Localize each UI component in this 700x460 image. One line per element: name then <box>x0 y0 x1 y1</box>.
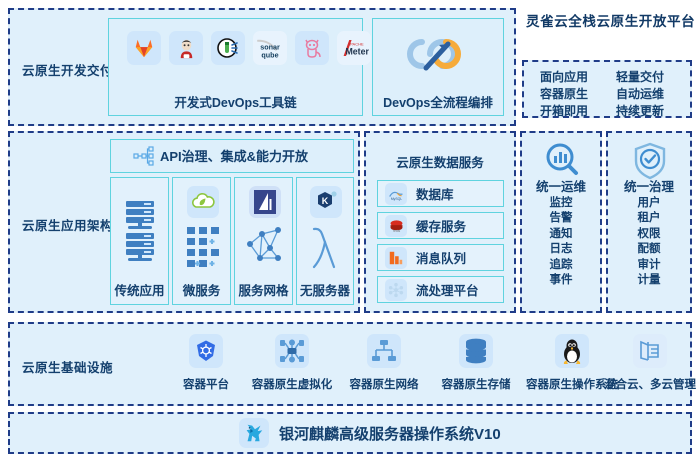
infra-item-caption: 容器平台 <box>183 379 229 391</box>
data-service-label: 缓存服务 <box>416 220 467 234</box>
infra-item-hybrid-cloud[interactable]: 混合云、多云管理 <box>604 334 696 394</box>
devops-orchestration-box <box>372 18 504 116</box>
data-service-database[interactable]: MySQL 数据库 <box>377 180 504 207</box>
os-bar[interactable]: 银河麒麟高级服务器操作系统V10 <box>239 418 501 448</box>
feature-item: 轻量交付 <box>616 70 665 84</box>
data-service-stream[interactable]: 流处理平台 <box>377 276 504 303</box>
gitea-logo[interactable] <box>295 31 329 65</box>
feature-item: 面向应用 <box>540 70 589 84</box>
infra-item-container-platform[interactable]: 容器平台 <box>166 334 246 394</box>
istio-icon <box>249 186 281 218</box>
gov-item: 计量 <box>637 274 661 286</box>
lambda-icon <box>310 226 342 275</box>
unified-governance-head: 统一治理 <box>623 180 674 194</box>
row-label-infrastructure: 云原生基础设施 <box>22 361 114 375</box>
infra-item-virtualization[interactable]: 容器原生虚拟化 <box>246 334 338 394</box>
svg-text:redis: redis <box>392 229 400 233</box>
api-governance-caption: API治理、集成&能力开放 <box>160 149 309 164</box>
svg-text:sonar: sonar <box>260 43 280 52</box>
app-column-serverless[interactable]: K 无服务器 <box>296 177 354 305</box>
kylin-mascot-icon <box>239 418 269 448</box>
storage-db-icon <box>459 334 493 368</box>
app-column-caption: 微服务 <box>182 284 221 298</box>
rocketmq-icon <box>385 246 407 269</box>
app-column-servicemesh[interactable]: 服务网格 <box>234 177 293 305</box>
svg-text:K: K <box>322 196 329 206</box>
knative-icon: K <box>310 186 342 218</box>
ops-item: 追踪 <box>549 258 573 271</box>
infra-item-network[interactable]: 容器原生网络 <box>338 334 430 394</box>
gitlab-logo[interactable] <box>127 31 161 65</box>
infra-item-caption: 容器原生存储 <box>441 379 511 391</box>
feature-item: 开箱即用 <box>540 104 589 118</box>
nexus-logo[interactable] <box>211 31 245 65</box>
feature-item: 容器原生 <box>540 87 589 101</box>
jenkins-logo[interactable] <box>169 31 203 65</box>
infra-item-caption: 容器原生操作系统 <box>526 379 618 391</box>
api-governance-box[interactable] <box>110 139 354 173</box>
svg-text:APACHE: APACHE <box>348 42 364 47</box>
data-service-label: 流处理平台 <box>416 284 479 298</box>
ops-item: 告警 <box>549 212 573 224</box>
data-services-caption: 云原生数据服务 <box>396 156 484 170</box>
row-label-app-architecture: 云原生应用架构 <box>22 219 114 233</box>
mesh-network-icon <box>247 226 283 271</box>
network-icon <box>367 334 401 368</box>
toolchain-caption: 开发式DevOps工具链 <box>174 96 297 110</box>
svg-text:Meter: Meter <box>345 46 369 56</box>
shield-check-icon <box>632 142 668 185</box>
app-column-caption: 服务网格 <box>238 284 289 298</box>
redis-icon: redis <box>385 214 407 237</box>
hybrid-cloud-icon <box>633 334 667 368</box>
gov-item: 租户 <box>637 212 661 224</box>
gov-item: 用户 <box>637 196 661 209</box>
analytics-search-icon <box>544 142 580 183</box>
infra-item-caption: 混合云、多云管理 <box>604 379 696 391</box>
gov-item: 配额 <box>637 243 661 255</box>
os-name: 银河麒麟高级服务器操作系统V10 <box>279 425 501 443</box>
svg-text:qube: qube <box>261 51 278 60</box>
os-row <box>8 412 692 454</box>
microservice-grid-icon <box>186 226 220 277</box>
app-column-caption: 传统应用 <box>114 284 165 298</box>
ops-item: 日志 <box>549 243 573 255</box>
mysql-icon: MySQL <box>385 182 407 205</box>
platform-title: 灵雀云全栈云原生开放平台 <box>526 14 696 29</box>
devops-infinity-icon <box>404 28 472 80</box>
app-column-traditional[interactable]: 传统应用 <box>110 177 169 305</box>
orchestration-caption: DevOps全流程编排 <box>383 96 493 110</box>
linux-tux-icon <box>555 334 589 368</box>
data-service-label: 消息队列 <box>416 252 467 266</box>
infra-item-caption: 容器原生网络 <box>349 379 419 391</box>
infra-item-caption: 容器原生虚拟化 <box>251 379 333 391</box>
data-service-cache[interactable]: redis 缓存服务 <box>377 212 504 239</box>
feature-item: 自动运维 <box>616 87 665 101</box>
api-topology-icon <box>133 146 155 166</box>
jmeter-logo[interactable]: APACHE Meter <box>337 31 371 65</box>
kubevirt-icon <box>275 334 309 368</box>
row-label-dev-delivery: 云原生开发交付 <box>22 64 114 78</box>
ops-item: 通知 <box>549 227 573 240</box>
flink-icon <box>385 278 407 301</box>
infra-item-os[interactable]: 容器原生操作系统 <box>520 334 624 394</box>
kubernetes-icon <box>189 334 223 368</box>
infra-item-storage[interactable]: 容器原生存储 <box>430 334 522 394</box>
data-service-mq[interactable]: 消息队列 <box>377 244 504 271</box>
unified-ops-list: 统一运维 监控 告警 通知 日志 追踪 事件 <box>520 180 602 289</box>
feature-item: 持续更新 <box>616 104 665 118</box>
gov-item: 权限 <box>637 227 661 240</box>
unified-governance-list: 统一治理 用户 租户 权限 配额 审计 计量 <box>606 180 692 289</box>
server-rack-icon <box>122 200 158 267</box>
spring-cloud-icon <box>187 186 219 218</box>
ops-item: 事件 <box>549 274 573 286</box>
data-service-label: 数据库 <box>416 188 454 202</box>
feature-highlights-panel <box>522 60 692 118</box>
app-column-microservice[interactable]: 微服务 <box>172 177 231 305</box>
svg-text:MySQL: MySQL <box>390 196 401 200</box>
app-column-caption: 无服务器 <box>299 284 350 298</box>
ops-item: 监控 <box>549 196 573 209</box>
gov-item: 审计 <box>637 258 661 271</box>
unified-ops-head: 统一运维 <box>535 180 586 194</box>
sonarqube-logo[interactable]: sonar qube <box>253 31 287 65</box>
